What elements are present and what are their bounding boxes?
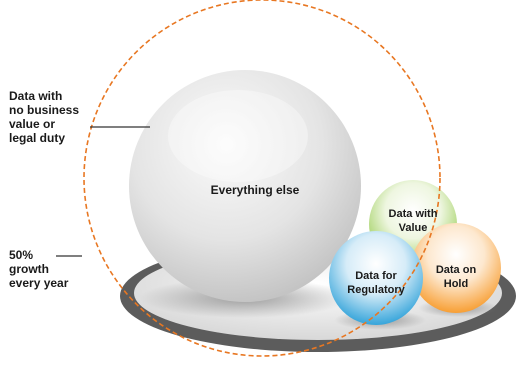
big-sphere-highlight	[168, 90, 308, 182]
growth-line-3: every year	[9, 276, 69, 290]
data-for-regulatory-sphere	[329, 231, 423, 325]
everything-else-sphere	[129, 70, 361, 302]
growth-annotation: 50% growth every year	[9, 248, 99, 290]
no-value-annotation: Data with no business value or legal dut…	[9, 89, 99, 145]
everything-else-label: Everything else	[210, 183, 300, 197]
no-value-line-3: value or	[9, 117, 56, 131]
data-for-regulatory-label: Data for Regulatory	[336, 269, 416, 297]
regulatory-line-1: Data for	[355, 270, 397, 282]
with-value-line-2: Value	[398, 222, 428, 234]
no-value-line-4: legal duty	[9, 131, 66, 145]
growth-line-1: 50%	[9, 248, 34, 262]
no-value-line-1: Data with	[9, 89, 63, 103]
data-with-value-label: Data with Value	[373, 207, 453, 235]
on-hold-line-1: Data on	[435, 264, 477, 276]
data-on-hold-label: Data on Hold	[421, 263, 491, 291]
no-value-line-2: no business	[9, 103, 80, 117]
growth-line-2: growth	[9, 262, 49, 276]
on-hold-line-2: Hold	[443, 278, 469, 290]
growth-boundary-circle	[83, 0, 441, 357]
regulatory-line-2: Regulatory	[347, 284, 405, 296]
with-value-line-1: Data with	[388, 208, 438, 220]
data-on-hold-sphere	[411, 223, 501, 313]
